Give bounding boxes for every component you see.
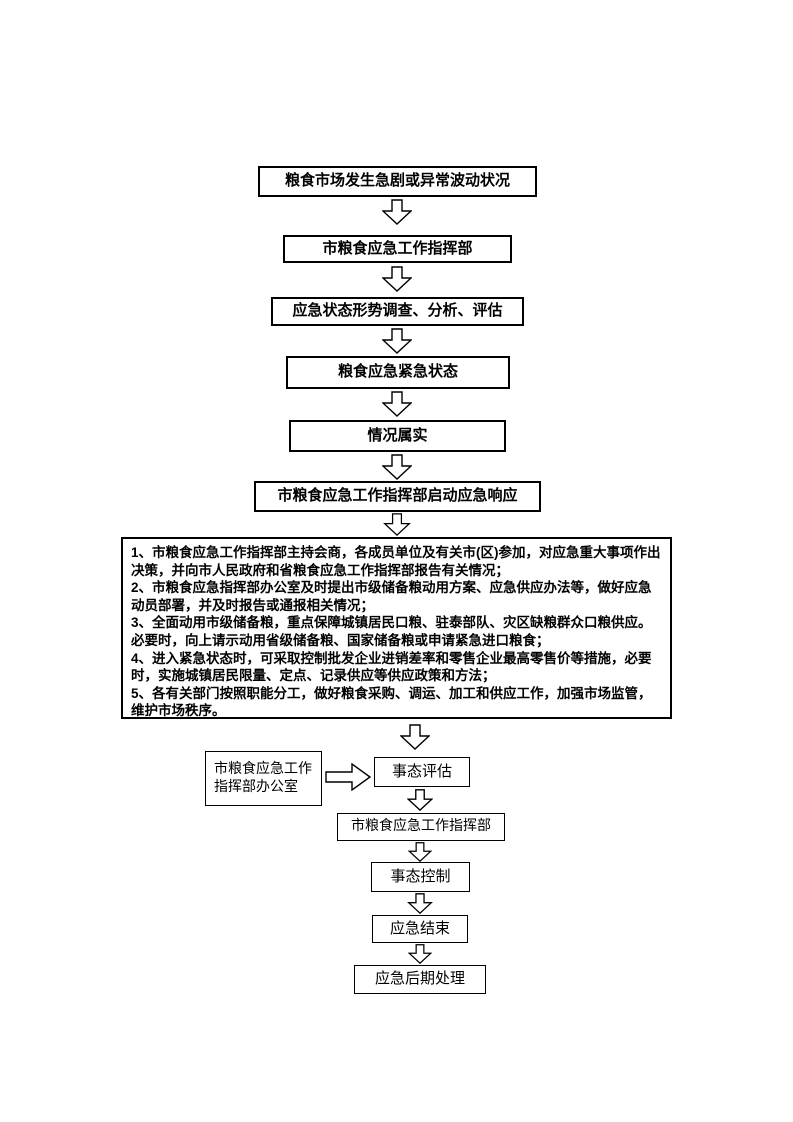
flow-box-investigation: 应急状态形势调查、分析、评估	[271, 297, 524, 326]
flow-box-control: 事态控制	[371, 862, 470, 892]
flow-box-post-processing: 应急后期处理	[354, 965, 486, 994]
flow-box-evaluation: 事态评估	[374, 757, 470, 787]
down-arrow-icon	[381, 199, 413, 225]
down-arrow-icon	[381, 266, 413, 292]
measure-item: 2、市粮食应急指挥部办公室及时提出市级储备粮动用方案、应急供应办法等，做好应急动…	[131, 580, 652, 613]
measure-item: 3、全面动用市级储备粮，重点保障城镇居民口粮、驻泰部队、灾区缺粮群众口粮供应。必…	[131, 615, 652, 648]
measure-item: 4、进入紧急状态时，可采取控制批发企业进销差率和零售企业最高零售价等措施，必要时…	[131, 650, 652, 684]
measure-item: 1、市粮食应急工作指挥部主持会商，各成员单位及有关市(区)参加，对应急重大事项作…	[131, 545, 661, 578]
flow-box-emergency-end: 应急结束	[372, 915, 468, 943]
right-arrow-icon	[325, 762, 372, 792]
down-arrow-icon	[381, 391, 413, 417]
flow-box-emergency-state: 粮食应急紧急状态	[286, 356, 510, 389]
flow-box-command-hq-2: 市粮食应急工作指挥部	[337, 813, 505, 841]
down-arrow-icon	[381, 454, 413, 480]
down-arrow-icon	[406, 789, 434, 812]
down-arrow-icon	[407, 893, 433, 915]
down-arrow-icon	[381, 328, 413, 354]
flow-box-command-hq: 市粮食应急工作指挥部	[283, 235, 512, 263]
flow-box-situation-confirmed: 情况属实	[289, 420, 506, 452]
measure-item: 5、各有关部门按照职能分工，做好粮食采购、调运、加工和供应工作，加强市场监管，维…	[131, 685, 652, 719]
down-arrow-icon	[407, 842, 433, 863]
flow-box-market-event: 粮食市场发生急剧或异常波动状况	[258, 166, 537, 197]
measures-box: 1、市粮食应急工作指挥部主持会商，各成员单位及有关市(区)参加，对应急重大事项作…	[121, 537, 672, 719]
down-arrow-icon	[407, 944, 433, 965]
down-arrow-icon	[382, 513, 412, 536]
flow-box-activate-response: 市粮食应急工作指挥部启动应急响应	[254, 481, 541, 512]
flow-box-office: 市粮食应急工作指挥部办公室	[205, 751, 322, 806]
down-arrow-icon	[399, 724, 431, 750]
